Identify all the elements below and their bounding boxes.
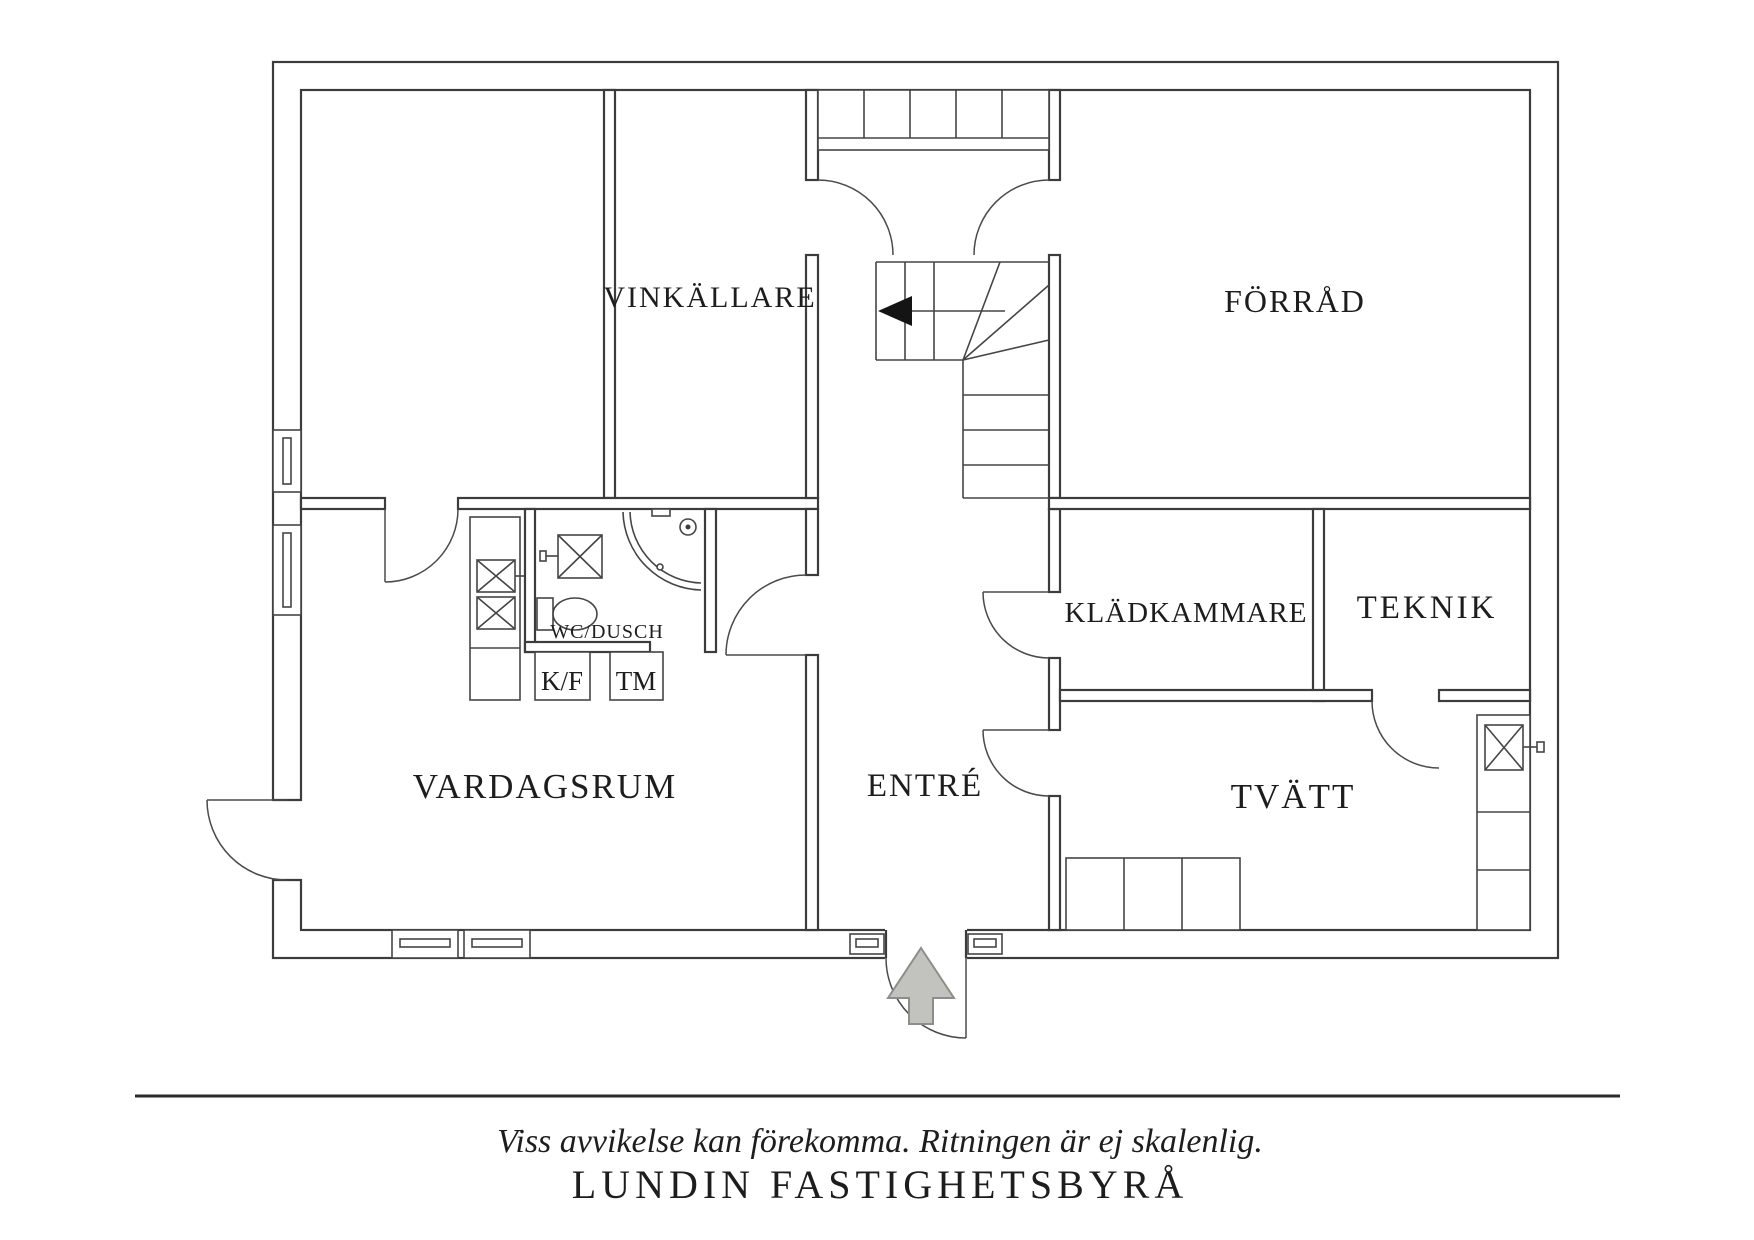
stair-direction-arrow-icon — [878, 296, 912, 326]
room-label-entre: ENTRÉ — [867, 767, 983, 804]
room-label-kladkammare: KLÄDKAMMARE — [1065, 597, 1308, 629]
kitchen-bath-block — [469, 507, 718, 701]
fridge-freezer-box — [534, 651, 591, 701]
footer: Viss avvikelse kan förekomma. Ritningen … — [135, 1094, 1620, 1207]
interior-walls — [299, 88, 1532, 932]
footer-brand: LUNDIN FASTIGHETSBYRÅ — [572, 1162, 1188, 1207]
room-labels: VINKÄLLARE FÖRRÅD KLÄDKAMMARE TEKNIK TVÄ… — [413, 281, 1498, 816]
door-swing — [384, 508, 459, 583]
door-swing — [817, 179, 894, 256]
door-swing — [982, 729, 1050, 797]
door-swing — [973, 179, 1050, 256]
windows — [272, 429, 531, 959]
door-swings — [384, 179, 1440, 797]
exterior-side-door — [206, 798, 304, 882]
room-label-vinkallare: VINKÄLLARE — [603, 281, 816, 314]
main-entrance — [849, 928, 1003, 1039]
window-icon — [463, 929, 531, 959]
window-icon — [272, 429, 302, 493]
sink-icon — [539, 534, 603, 579]
door-swing — [725, 574, 807, 656]
laundry-closet — [1065, 857, 1241, 931]
entrance-arrow-icon — [886, 946, 956, 1025]
entrance-sidelight-icon — [967, 933, 1003, 955]
sink-icon — [476, 596, 516, 630]
kitchen-counter — [469, 516, 535, 701]
shower-icon — [622, 508, 702, 591]
door-swing — [982, 591, 1050, 659]
hall-closet — [817, 89, 1050, 151]
laundry-counter — [1476, 714, 1545, 931]
room-label-vardagsrum: VARDAGSRUM — [413, 767, 677, 806]
label-tm: TM — [616, 666, 657, 696]
washing-machine-box — [609, 651, 664, 701]
footer-disclaimer: Viss avvikelse kan förekomma. Ritningen … — [497, 1123, 1263, 1160]
window-icon — [391, 929, 459, 959]
window-icon — [272, 524, 302, 616]
toilet-icon — [536, 597, 598, 631]
sink-icon — [1484, 724, 1545, 771]
room-label-forrad: FÖRRÅD — [1224, 283, 1366, 319]
room-label-wc-dusch: WC/DUSCH — [550, 621, 664, 643]
room-label-teknik: TEKNIK — [1357, 590, 1498, 626]
entrance-sidelight-icon — [849, 933, 885, 955]
label-kf: K/F — [541, 666, 583, 696]
room-label-tvatt: TVÄTT — [1231, 777, 1356, 816]
laundry-fixtures — [1065, 714, 1545, 931]
door-swing — [206, 799, 288, 881]
stairs — [875, 261, 1050, 499]
door-swing — [1371, 700, 1440, 769]
